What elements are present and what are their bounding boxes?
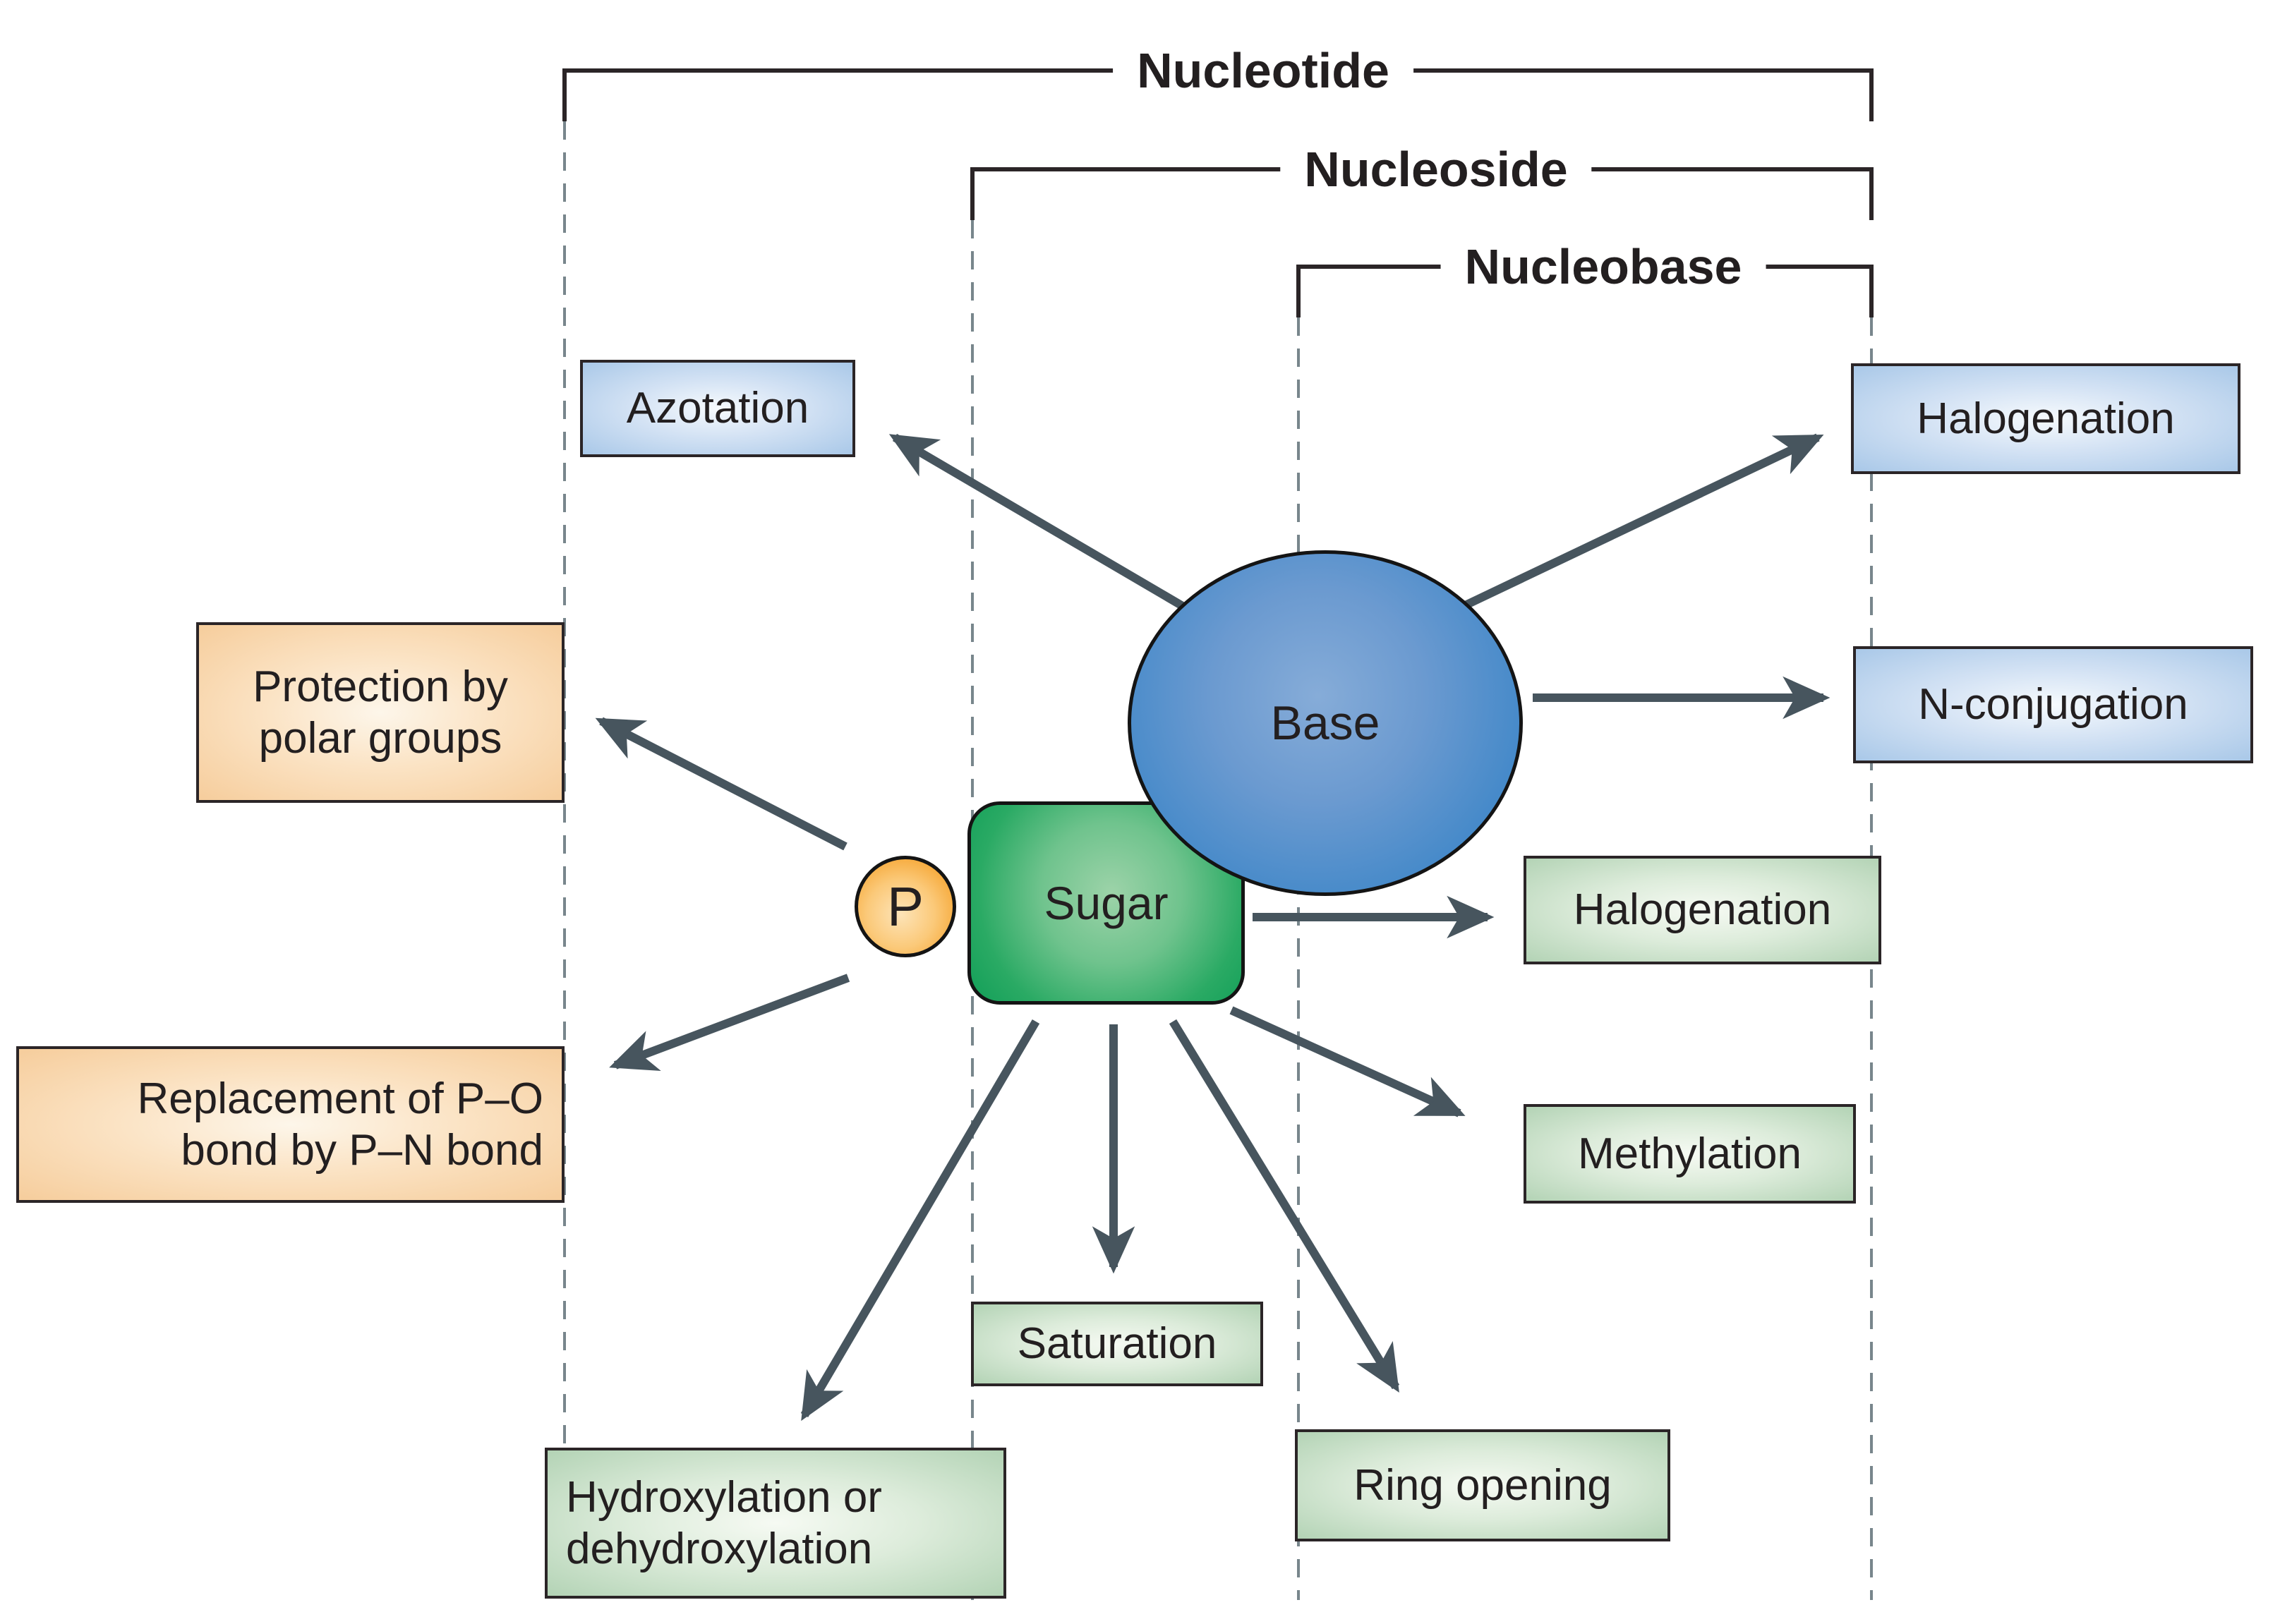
arrow-base-to-azotation: [888, 433, 1213, 626]
hydroxylation-line-1: Hydroxylation or: [566, 1472, 882, 1522]
protection-box: Protection by polar groups: [196, 622, 565, 803]
hydroxylation-line-2: dehydroxylation: [566, 1525, 873, 1573]
arrow-sugar-to-methylation: [1229, 1006, 1466, 1117]
base-halogenation-box: Halogenation: [1851, 363, 2240, 474]
base-node: Base: [1128, 550, 1523, 896]
replacement-line-1: Replacement of P–O: [137, 1074, 543, 1123]
arrows: [595, 433, 1830, 1422]
saturation-box: Saturation: [971, 1302, 1263, 1386]
replacement-line-2: bond by P–N bond: [181, 1126, 543, 1175]
nucleobase-bracket-label: Nucleobase: [1440, 238, 1766, 295]
nucleotide-bracket-label: Nucleotide: [1113, 42, 1413, 99]
sugar-halogenation-box: Halogenation: [1524, 856, 1881, 964]
replacement-box: Replacement of P–O bond by P–N bond: [16, 1046, 565, 1203]
arrow-phosphate-to-replacement: [609, 974, 850, 1071]
azotation-box: Azotation: [580, 360, 855, 457]
hydroxylation-box: Hydroxylation or dehydroxylation: [545, 1448, 1006, 1599]
nucleoside-bracket-label: Nucleoside: [1280, 141, 1592, 198]
arrow-sugar-to-hydroxylation: [800, 1019, 1040, 1422]
arrow-phosphate-to-protection: [595, 717, 848, 851]
phosphate-node-label: P: [886, 875, 924, 938]
protection-line-2: polar groups: [258, 714, 502, 763]
base-node-label: Base: [1270, 696, 1380, 750]
arrow-sugar-to-ring-opening: [1169, 1019, 1400, 1393]
methylation-box: Methylation: [1524, 1104, 1856, 1204]
ring-opening-box: Ring opening: [1295, 1429, 1670, 1541]
arrow-base-to-halogenation: [1457, 433, 1824, 612]
n-conjugation-box: N-conjugation: [1853, 646, 2253, 763]
protection-line-1: Protection by: [253, 662, 508, 711]
sugar-node-label: Sugar: [1044, 877, 1169, 929]
phosphate-node: P: [855, 856, 956, 957]
